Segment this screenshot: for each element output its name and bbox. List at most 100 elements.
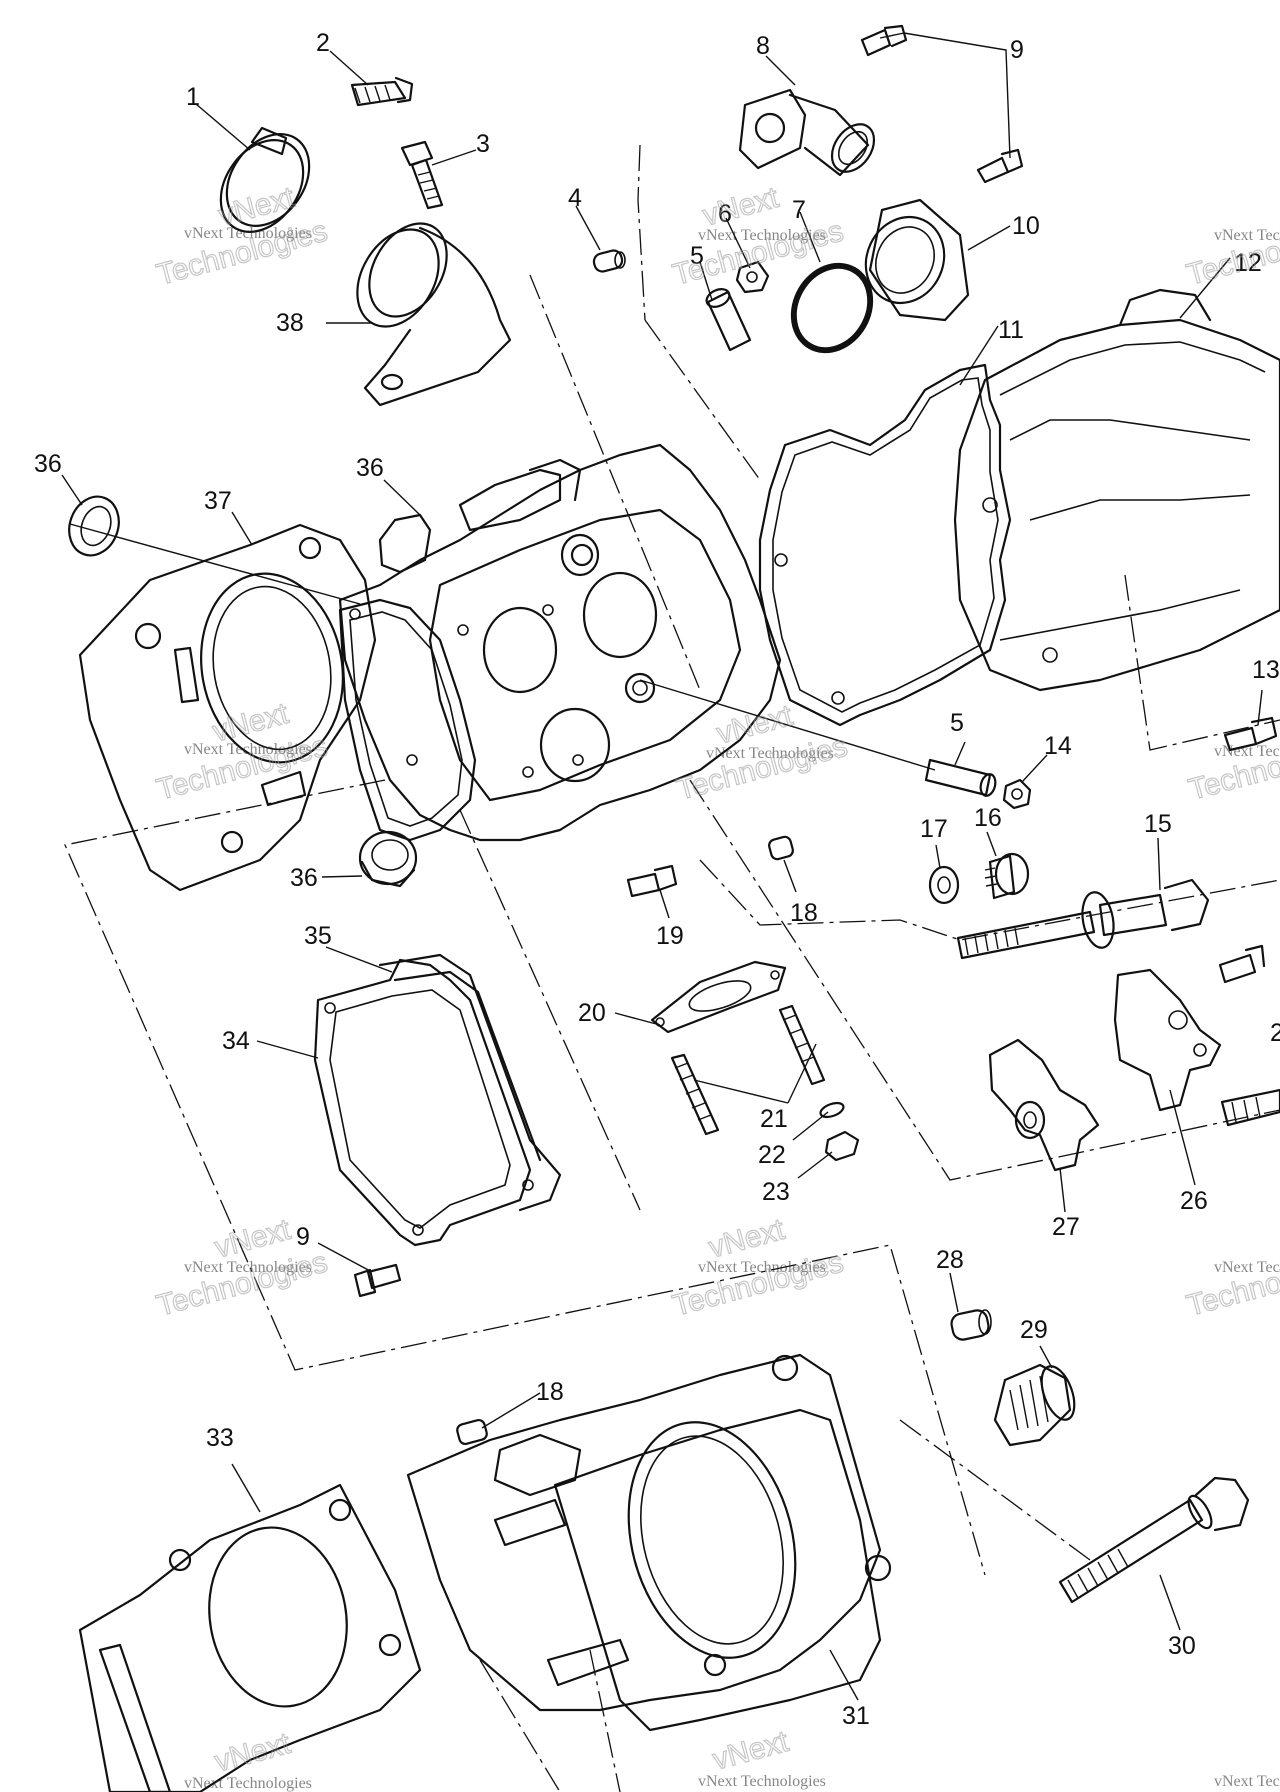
part-4-dowel (592, 249, 626, 273)
part-35-cylinder-head (378, 953, 562, 1212)
watermark-lower-center: vNext Technologies Technologies vNext (669, 1212, 848, 1323)
part-14-nut (1002, 778, 1032, 810)
part-6-cap-nut (735, 260, 770, 294)
svg-text:vNext Technologies: vNext Technologies (1214, 227, 1280, 244)
callout-36-center: 36 (356, 454, 384, 482)
callout-16: 16 (974, 804, 1002, 832)
part-9-bolt-upper (860, 24, 1024, 184)
watermark-top-left: vNext Technologies Technologies vNext (153, 180, 332, 292)
watermark-bottom-left: vNext Technologies vNext (184, 1726, 312, 1792)
callout-18-lower: 18 (536, 1378, 564, 1406)
svg-text:vNext Technologies: vNext Technologies (184, 225, 312, 242)
part-9-bolt-lower (353, 1263, 402, 1298)
callout-17: 17 (920, 815, 948, 843)
part-cylinder-head-center (338, 443, 782, 842)
callout-36-left: 36 (34, 450, 62, 478)
callout-26: 26 (1180, 1187, 1208, 1215)
part-33-base-gasket (78, 1483, 422, 1792)
callout-labels: 1 2 3 4 5 6 7 8 9 10 11 12 13 14 5 15 16… (34, 29, 1280, 1730)
callout-4: 4 (568, 184, 582, 212)
callout-5-upper: 5 (690, 242, 704, 270)
part-head-gasket-frame (338, 598, 477, 842)
part-29-fitting (993, 1363, 1076, 1447)
callout-27: 27 (1052, 1213, 1080, 1241)
svg-text:Technologies: Technologies (673, 730, 851, 807)
callout-34: 34 (222, 1027, 250, 1055)
leader-lines (61, 32, 1263, 1701)
watermark-top-center: vNext Technologies Technologies vNext (669, 180, 848, 292)
svg-text:vNext Technologies: vNext Technologies (184, 1775, 312, 1792)
callout-19: 19 (656, 922, 684, 950)
svg-text:vNext Technologies: vNext Technologies (184, 1259, 312, 1276)
callout-38: 38 (276, 309, 304, 337)
svg-text:vNext: vNext (699, 181, 782, 233)
part-20-exhaust-gasket (650, 960, 787, 1034)
callout-10: 10 (1012, 212, 1040, 240)
callout-9-upper: 9 (1010, 36, 1024, 64)
part-38-intake-boot (356, 222, 512, 407)
callout-7: 7 (792, 196, 806, 224)
callout-20: 20 (578, 999, 606, 1027)
assembly-dash-lines (64, 144, 1280, 1792)
callout-14: 14 (1044, 732, 1072, 760)
part-31-cylinder (406, 1353, 892, 1732)
callout-12: 12 (1234, 249, 1262, 277)
callout-3: 3 (476, 130, 490, 158)
svg-text:Technologies: Technologies (669, 1246, 847, 1323)
part-21-studs (670, 1004, 826, 1136)
part-19-bolt (626, 864, 678, 898)
part-28-dowel (950, 1309, 992, 1341)
part-15-long-bolt (956, 878, 1210, 960)
watermark-bottom-center: vNext Technologies vNext (698, 1724, 826, 1790)
svg-text:vNext Technologies: vNext Technologies (1214, 1259, 1280, 1276)
part-3-intake-bolt (400, 140, 444, 210)
callout-33: 33 (206, 1424, 234, 1452)
part-22-lock-washer (819, 1101, 845, 1119)
svg-text:vNext Technologies: vNext Technologies (698, 1259, 826, 1276)
svg-text:vNext: vNext (705, 1213, 788, 1265)
callout-35: 35 (304, 922, 332, 950)
callout-8: 8 (756, 32, 770, 60)
part-26-bracket (1113, 968, 1222, 1112)
part-2-clamp-bolt (350, 76, 414, 107)
part-23-nut (824, 1130, 860, 1162)
part-36-seal-upper-left (68, 495, 120, 557)
svg-text:vNext Technologies: vNext Technologies (1214, 743, 1280, 760)
part-8-outlet-elbow (738, 88, 876, 177)
callout-22: 22 (758, 1141, 786, 1169)
svg-text:vNext Technologies: vNext Technologies (698, 227, 826, 244)
callout-13: 13 (1252, 656, 1280, 684)
part-13-cover-bolt (1223, 716, 1278, 752)
callout-5-lower: 5 (950, 709, 964, 737)
part-7-o-ring (790, 262, 874, 354)
part-2-bolt-right (1218, 944, 1266, 984)
callout-28: 28 (936, 1246, 964, 1274)
part-10-thermostat-housing (864, 198, 970, 322)
callout-15: 15 (1144, 810, 1172, 838)
callout-37: 37 (204, 487, 232, 515)
part-37-gasket (78, 523, 377, 892)
part-18-dowel (768, 835, 794, 861)
part-5-upper-pin (705, 288, 752, 352)
part-5-lower-pin (924, 758, 997, 797)
svg-text:vNext Technologies: vNext Technologies (1214, 1773, 1280, 1790)
part-1-hose-clamp (219, 126, 311, 233)
watermark-top-right: vNext Technologies Technologies (1183, 214, 1280, 292)
svg-text:vNext: vNext (211, 1727, 294, 1779)
callout-21: 21 (760, 1105, 788, 1133)
watermark-bottom-right: vNext Technologies (1214, 1773, 1280, 1790)
callout-30: 30 (1168, 1632, 1196, 1660)
part-27-bracket (988, 1038, 1100, 1172)
callout-1: 1 (186, 83, 200, 111)
part-stud-right (1220, 1088, 1280, 1127)
callout-36-lower: 36 (290, 864, 318, 892)
part-17-washer (928, 865, 960, 905)
part-18-lower-dowel (456, 1418, 488, 1446)
callout-31: 31 (842, 1702, 870, 1730)
callout-9-lower: 9 (296, 1223, 310, 1251)
watermark-lower-right: vNext Technologies Technologies (1183, 1245, 1280, 1323)
callout-18-upper: 18 (790, 899, 818, 927)
part-12-valve-cover (953, 288, 1280, 692)
part-11-cover-gasket (758, 363, 1012, 727)
